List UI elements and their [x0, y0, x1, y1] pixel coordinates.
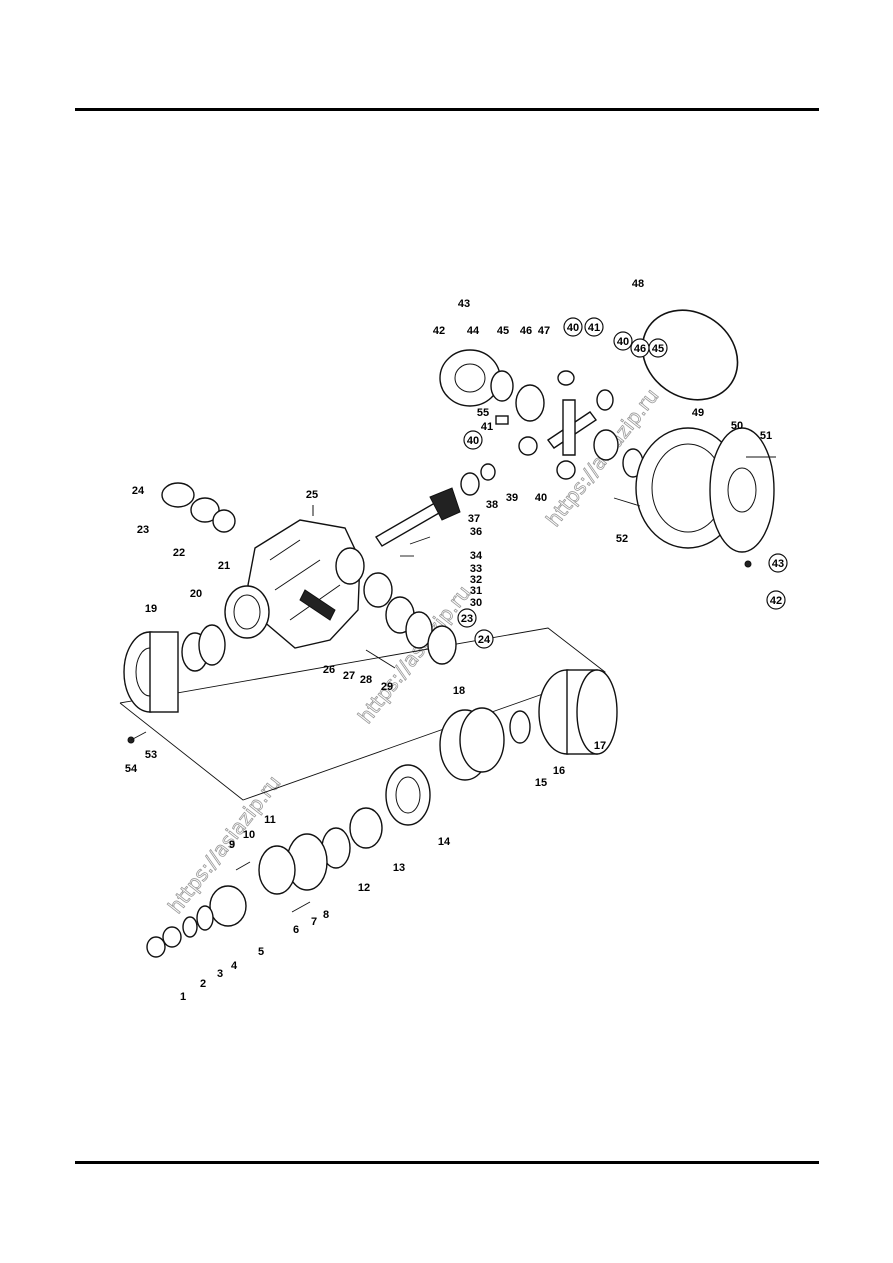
callout-39: 39	[506, 492, 518, 504]
callout-11: 11	[264, 814, 276, 826]
callout-54: 54	[125, 763, 138, 775]
callout-49: 49	[692, 407, 704, 419]
callout-52: 52	[616, 533, 628, 545]
callout-23: 23	[137, 524, 149, 536]
callout-46a: 46	[520, 325, 532, 337]
callout-19: 19	[145, 603, 157, 615]
callout-41a: 41	[588, 322, 600, 334]
callout-44: 44	[467, 325, 480, 337]
callout-34: 34	[470, 550, 483, 562]
callout-30: 30	[470, 597, 482, 609]
pinion-shaft-group	[363, 463, 496, 669]
callout-40a: 40	[567, 322, 579, 334]
callout-42a: 42	[433, 325, 445, 337]
callout-circle-23b	[457, 608, 477, 628]
assembly-boundary-box	[119, 627, 606, 801]
callout-43a: 43	[458, 298, 470, 310]
callout-26: 26	[323, 664, 335, 676]
callout-circle-43b	[768, 553, 788, 573]
lower-drive-assembly	[146, 669, 618, 958]
left-side-bearing-group	[123, 482, 236, 744]
callout-2: 2	[200, 978, 206, 990]
callout-20: 20	[190, 588, 202, 600]
callout-22: 22	[173, 547, 185, 559]
watermarks: https://asiazip.ru https://asiazip.ru ht…	[163, 383, 664, 918]
footer-rule	[75, 1161, 819, 1164]
callout-circle-40b	[613, 331, 633, 351]
callout-13: 13	[393, 862, 405, 874]
callout-3: 3	[217, 968, 223, 980]
callout-16: 16	[553, 765, 565, 777]
callout-51: 51	[760, 430, 772, 442]
callout-40b: 40	[617, 336, 629, 348]
callout-36: 36	[470, 526, 482, 538]
callout-42b: 42	[770, 595, 782, 607]
callout-5: 5	[258, 946, 264, 958]
callout-43b: 43	[772, 558, 784, 570]
callout-40d: 40	[535, 492, 547, 504]
callout-7: 7	[311, 916, 317, 928]
callout-9: 9	[229, 839, 235, 851]
callout-33: 33	[470, 563, 482, 575]
o-ring-48	[641, 309, 739, 401]
callout-circle-24b	[474, 629, 494, 649]
callout-45a: 45	[497, 325, 509, 337]
ring-gear-group	[613, 427, 776, 568]
callout-48: 48	[632, 278, 644, 290]
callout-32: 32	[470, 574, 482, 586]
callout-1: 1	[180, 991, 186, 1003]
callout-47: 47	[538, 325, 550, 337]
callout-23b: 23	[461, 613, 473, 625]
callout-circle-42b	[766, 590, 786, 610]
callout-24b: 24	[478, 634, 491, 646]
callout-14: 14	[438, 836, 451, 848]
callout-46b: 46	[634, 343, 646, 355]
callout-12: 12	[358, 882, 370, 894]
callout-45b: 45	[652, 343, 664, 355]
callout-6: 6	[293, 924, 299, 936]
callout-circle-41a	[584, 317, 604, 337]
callout-circle-40c	[463, 430, 483, 450]
header-rule	[75, 108, 819, 111]
callout-25: 25	[306, 489, 318, 501]
axle-housing	[224, 505, 365, 649]
callout-31: 31	[470, 585, 482, 597]
callout-4: 4	[231, 960, 238, 972]
callout-circle-40a	[563, 317, 583, 337]
callout-17: 17	[594, 740, 606, 752]
callout-38: 38	[486, 499, 498, 511]
callout-24: 24	[132, 485, 145, 497]
callout-55: 55	[477, 407, 489, 419]
differential-group	[439, 349, 644, 480]
callout-28: 28	[360, 674, 372, 686]
callout-10: 10	[243, 829, 255, 841]
callout-circle-45b	[648, 338, 668, 358]
callout-8: 8	[323, 909, 329, 921]
callout-18: 18	[453, 685, 465, 697]
callout-41b: 41	[481, 421, 493, 433]
callout-50: 50	[731, 420, 743, 432]
callout-37: 37	[468, 513, 480, 525]
callout-21: 21	[218, 560, 230, 572]
callout-53: 53	[145, 749, 157, 761]
callout-27: 27	[343, 670, 355, 682]
callout-40c: 40	[467, 435, 479, 447]
callout-15: 15	[535, 777, 547, 789]
callout-29: 29	[381, 681, 393, 693]
